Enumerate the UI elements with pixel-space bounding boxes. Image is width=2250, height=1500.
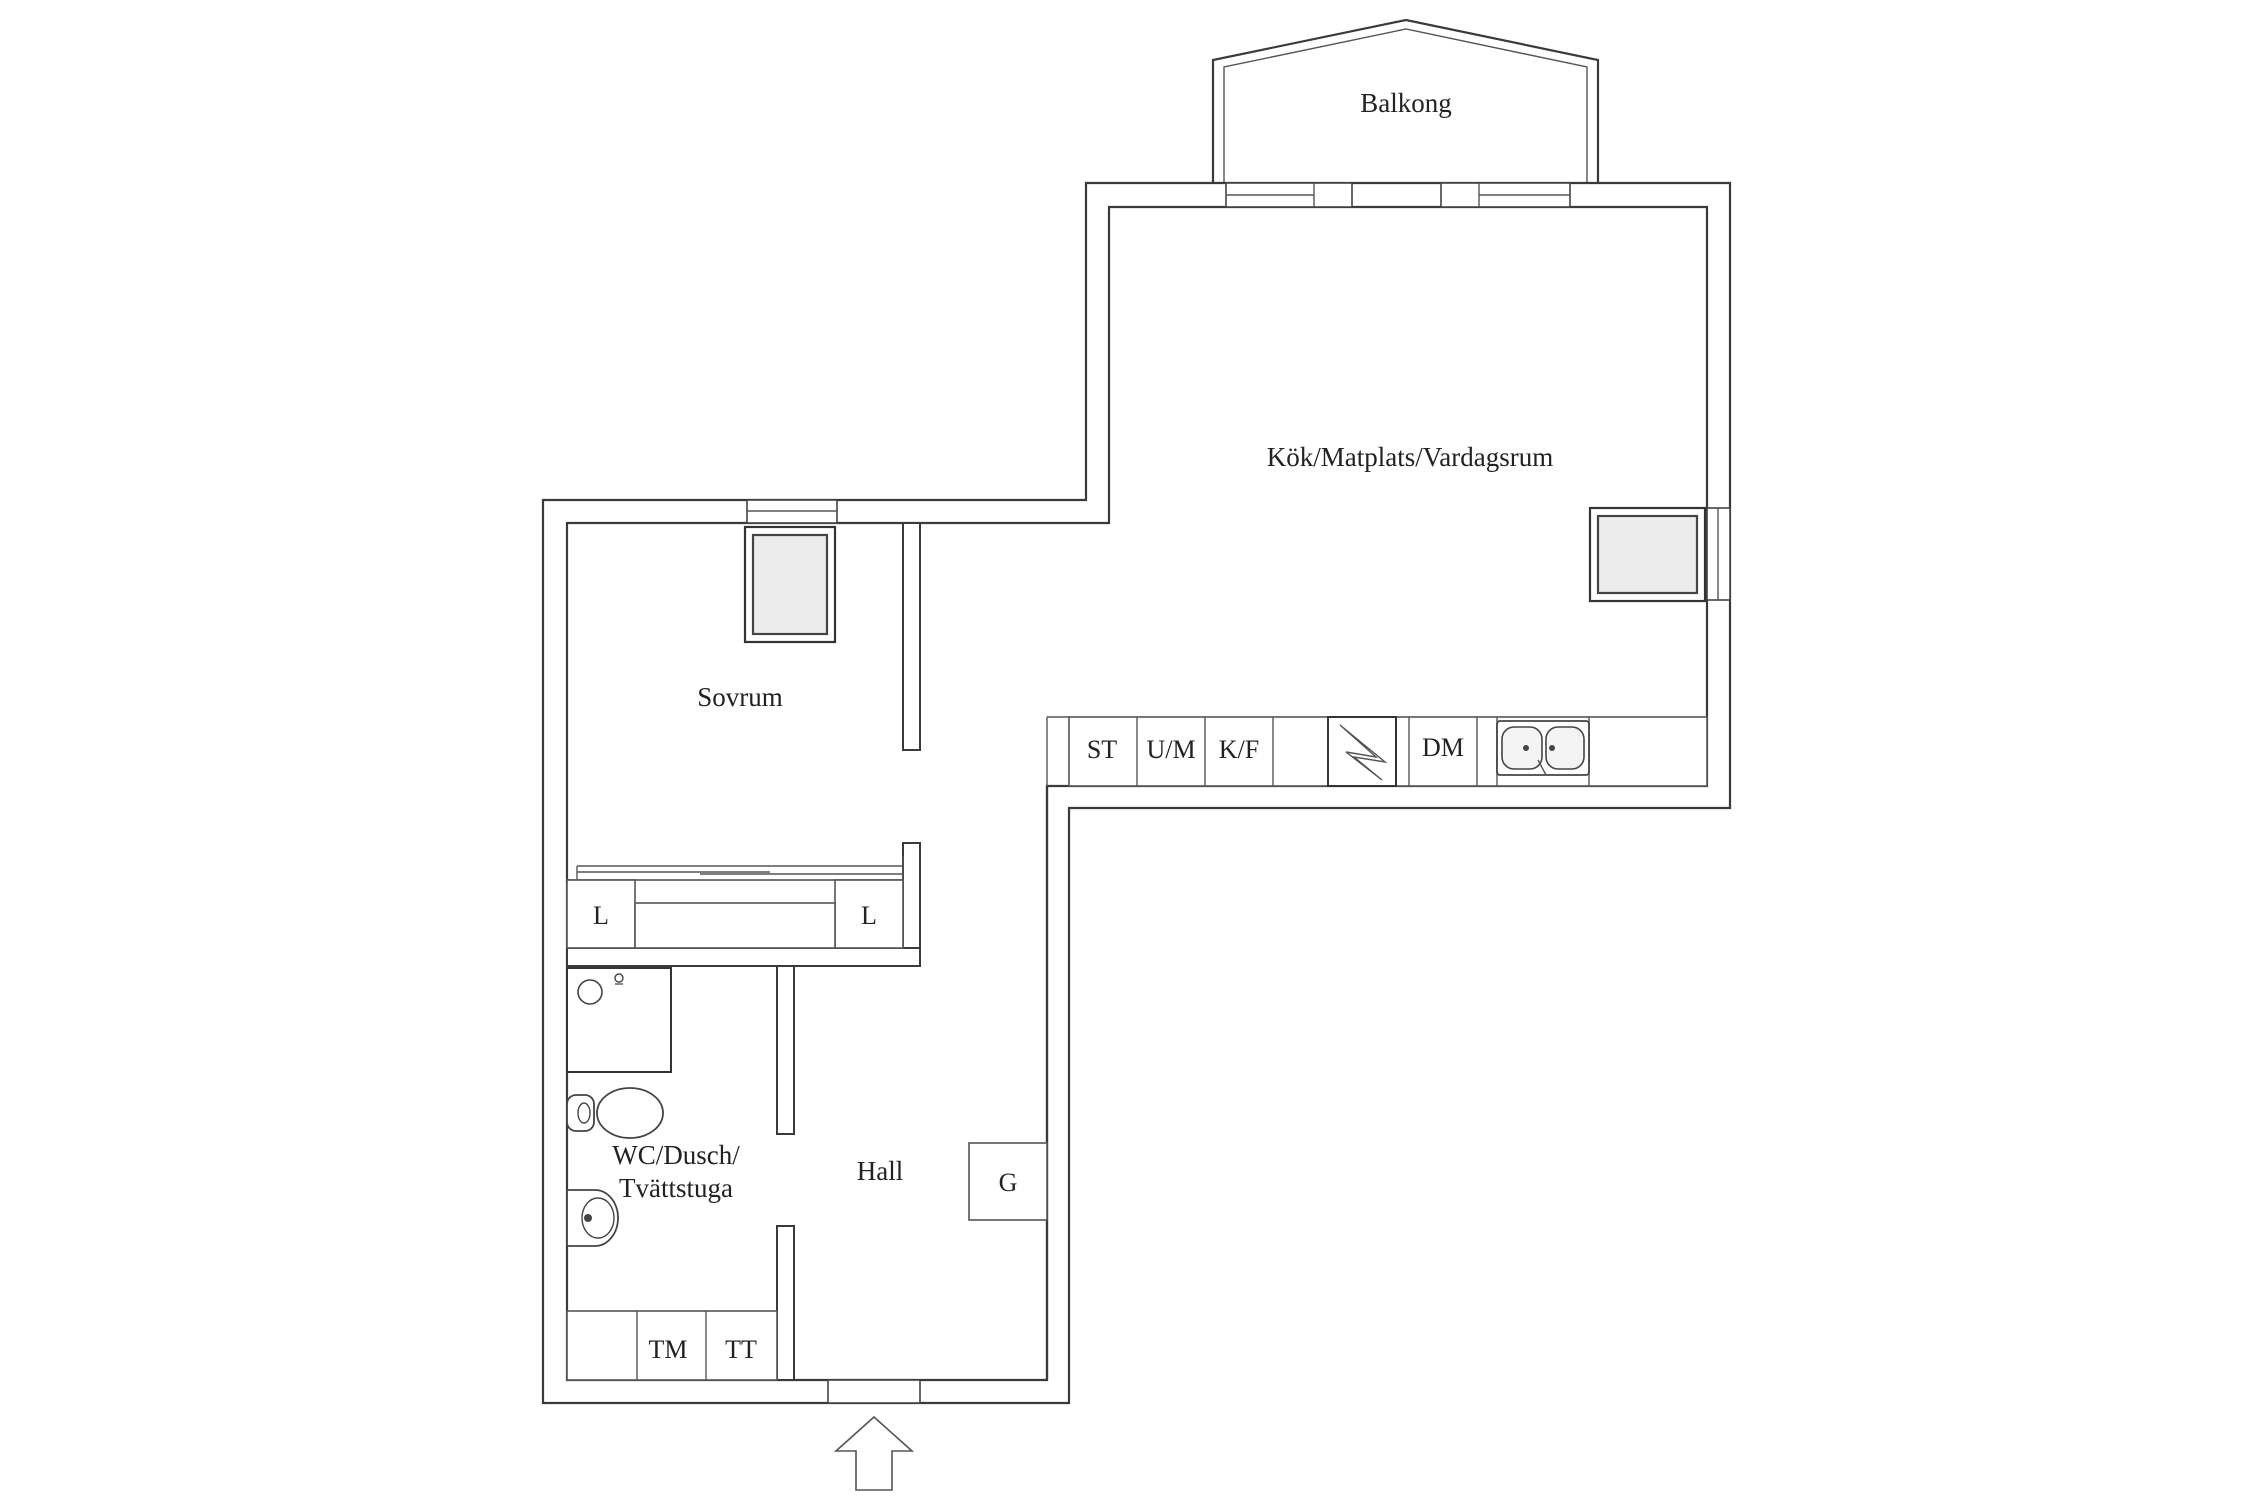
laundry-units xyxy=(566,1310,778,1381)
stove-panel-icon xyxy=(1327,716,1397,787)
room-label-balkong: Balkong xyxy=(1360,88,1452,118)
shower-icon xyxy=(566,967,672,1073)
label-l-right: L xyxy=(861,901,877,930)
chimney-icon xyxy=(1588,506,1707,603)
room-label-sovrum: Sovrum xyxy=(697,682,783,712)
balcony-doors xyxy=(1225,182,1571,208)
exterior-walls xyxy=(541,181,1732,1405)
label-st: ST xyxy=(1087,735,1117,764)
kitchen-counter xyxy=(1046,716,1708,787)
balcony xyxy=(1211,18,1600,183)
label-tm: TM xyxy=(649,1335,688,1364)
room-label-hall: Hall xyxy=(857,1156,904,1186)
hall-cabinet xyxy=(968,1142,1048,1221)
interior-walls xyxy=(566,522,1049,1381)
double-sink-icon xyxy=(1496,720,1590,776)
room-label-wc-line1: WC/Dusch/ xyxy=(612,1140,740,1170)
bedroom-window xyxy=(746,499,838,524)
east-window xyxy=(1706,507,1731,601)
label-tt: TT xyxy=(725,1335,757,1364)
washbasin-icon xyxy=(566,1189,619,1247)
wardrobes xyxy=(566,856,904,949)
label-kf: K/F xyxy=(1219,735,1259,764)
label-g: G xyxy=(999,1168,1018,1197)
room-label-kok: Kök/Matplats/Vardagsrum xyxy=(1267,442,1553,472)
label-dm: DM xyxy=(1422,733,1464,762)
label-um: U/M xyxy=(1146,735,1195,764)
toilet-icon xyxy=(566,1087,664,1139)
label-l-left: L xyxy=(593,901,609,930)
chimney-icon xyxy=(743,525,837,644)
entrance-arrow-icon xyxy=(833,1415,915,1491)
entrance-door[interactable] xyxy=(827,1379,921,1404)
room-label-wc-line2: Tvättstuga xyxy=(619,1173,733,1203)
